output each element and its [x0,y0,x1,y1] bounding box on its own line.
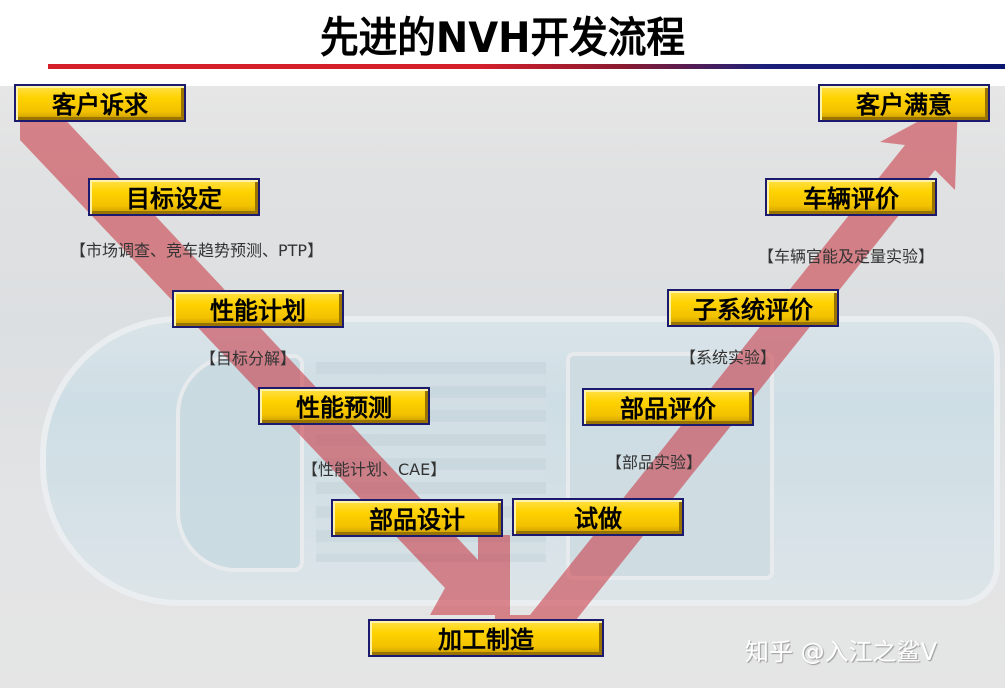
step-performance-plan: 性能计划 [172,290,344,328]
watermark: 知乎 @入江之鲨V [745,638,938,666]
note-subsystem-evaluation: 【系统实验】 [680,348,777,367]
step-manufacturing: 加工制造 [368,619,604,657]
up-arrow-icon [495,100,958,640]
car-image [40,316,1000,606]
page-title: 先进的NVH开发流程 [319,13,686,62]
step-customer-demand: 客户诉求 [14,84,186,122]
step-prototype: 试做 [512,498,684,536]
down-arrow-icon [20,112,510,615]
note-target-setting: 【市场调查、竞车趋势预测、PTP】 [70,241,324,260]
note-part-evaluation: 【部品实验】 [606,453,703,472]
step-performance-prediction: 性能预测 [258,387,430,425]
step-part-design: 部品设计 [331,499,503,537]
title-divider [48,64,1005,69]
step-vehicle-evaluation: 车辆评价 [765,178,937,216]
note-performance-plan: 【目标分解】 [200,349,297,368]
step-target-setting: 目标设定 [88,178,260,216]
step-subsystem-evaluation: 子系统评价 [667,289,839,327]
step-part-evaluation: 部品评价 [582,388,754,426]
note-performance-prediction: 【性能计划、CAE】 [302,460,447,479]
note-vehicle-evaluation: 【车辆官能及定量实验】 [758,247,935,266]
step-customer-satisfaction: 客户满意 [818,84,990,122]
